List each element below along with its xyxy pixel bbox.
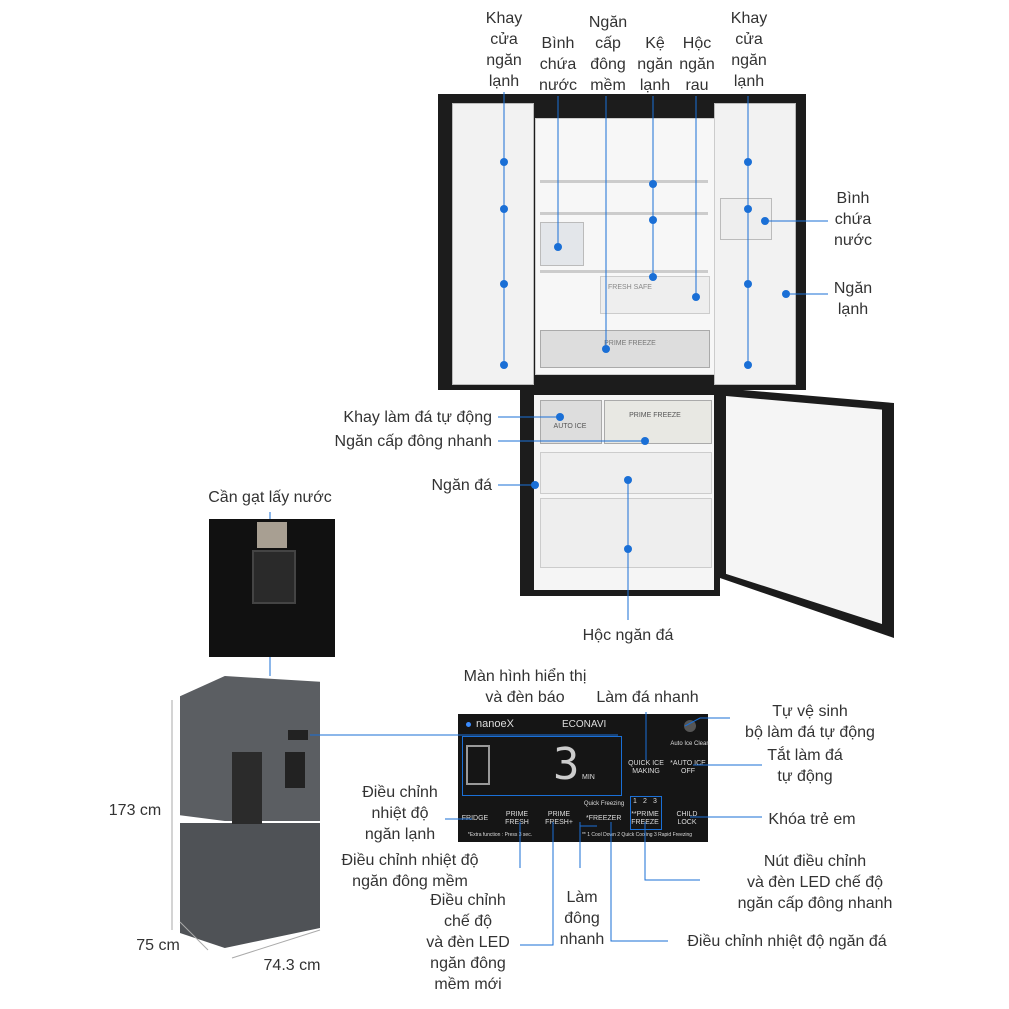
water-tank-right: [720, 198, 772, 240]
mini-dispenser: [285, 752, 305, 788]
vegetable-drawer: [600, 276, 710, 314]
label-quick-freezing: Làm đông nhanh: [559, 889, 605, 948]
display-screen: [462, 736, 622, 796]
mini-display: [232, 752, 262, 824]
water-tank: [540, 222, 584, 266]
label-new-soft-freeze: Điều chỉnh chế độ và đèn LED ngăn đông m…: [426, 892, 510, 993]
label-quick-ice: Làm đá nhanh: [596, 689, 699, 706]
fridge-closed-bottom: [180, 823, 320, 948]
fresh-safe-text: FRESH SAFE: [608, 284, 652, 291]
label-fridge-compartment: Ngăn lạnh: [833, 280, 873, 318]
label-freezer: Ngăn đá: [431, 477, 493, 494]
label-water-tank-top: Bình chứa nước: [538, 35, 578, 94]
level-2: 2: [643, 798, 647, 805]
label-child-lock: Khóa trẻ em: [768, 811, 856, 828]
label-fridge-temp: Điều chỉnh nhiệt độ ngăn lạnh: [362, 784, 438, 843]
prime-freeze-button[interactable]: **PRIME FREEZE: [631, 811, 659, 826]
fridge-shelf: [540, 180, 708, 183]
label-vegetable-drawer: Hộc ngăn rau: [679, 35, 715, 94]
freezer-button[interactable]: *FREEZER: [586, 815, 622, 822]
freezer-drawer-lower: [540, 498, 712, 568]
fridge-icon: [466, 745, 490, 785]
label-water-tank-right: Bình chứa nước: [833, 190, 873, 249]
label-depth: 75 cm: [136, 937, 180, 954]
indicator-dot: [466, 722, 471, 727]
left-door-inner: [452, 103, 534, 385]
label-door-shelf-left: Khay cửa ngăn lạnh: [485, 10, 523, 90]
label-door-shelf-right: Khay cửa ngăn lạnh: [730, 10, 768, 90]
freezer-drawer-upper: [540, 452, 712, 494]
freezer-door-inner: [726, 396, 882, 624]
quick-ice-making-button[interactable]: QUICK ICE MAKING: [628, 760, 664, 775]
dispenser-nozzle: [257, 522, 287, 548]
label-fridge-shelf: Kệ ngăn lạnh: [637, 35, 673, 94]
label-auto-ice-tray: Khay làm đá tự động: [343, 409, 492, 426]
fridge-shelf: [540, 212, 708, 215]
label-prime-freeze-button: Nút điều chỉnh và đèn LED chế độ ngăn cấ…: [737, 853, 893, 912]
auto-ice-text: AUTO ICE: [553, 423, 587, 430]
label-height: 173 cm: [108, 802, 162, 819]
display-digit: 3: [553, 739, 580, 790]
mini-control-panel: [288, 730, 308, 740]
prime-fresh-plus-button[interactable]: PRIME FRESH+: [545, 811, 573, 826]
label-freezer-temp: Điều chỉnh nhiệt độ ngăn đá: [687, 933, 887, 950]
prime-freeze-top-text: PRIME FREEZE: [604, 340, 656, 347]
water-lever[interactable]: [252, 550, 296, 604]
modes-note: ** 1 Cool Down 2 Quick Cooling 3 Rapid F…: [581, 832, 693, 838]
label-soft-freeze: Ngăn cấp đông mềm: [588, 14, 628, 94]
econavi-logo: ECONAVI: [562, 719, 607, 730]
quick-freeze-compartment: [604, 400, 712, 444]
fridge-button[interactable]: FRIDGE: [461, 815, 489, 822]
child-lock-button[interactable]: CHILD LOCK: [676, 811, 698, 826]
soft-freeze-drawer: [540, 330, 710, 368]
auto-ice-clean-label: Auto Ice Clean: [670, 741, 710, 747]
extra-function-note: *Extra function : Press 3 sec.: [467, 832, 533, 838]
level-1: 1: [633, 798, 637, 805]
prime-fresh-button[interactable]: PRIME FRESH: [505, 811, 529, 826]
nanoe-logo: nanoeX: [476, 718, 514, 730]
label-quick-freeze: Ngăn cấp đông nhanh: [334, 433, 492, 450]
label-auto-ice-off: Tắt làm đá tự động: [767, 747, 843, 785]
prime-freeze-bottom-text: PRIME FREEZE: [629, 412, 681, 419]
label-freezer-drawer: Hộc ngăn đá: [582, 627, 674, 644]
fridge-shelf: [540, 270, 708, 273]
level-3: 3: [653, 798, 657, 805]
label-soft-freeze-temp: Điều chỉnh nhiệt độ ngăn đông mềm: [341, 852, 479, 890]
auto-ice-clean-button[interactable]: [684, 720, 696, 732]
control-panel: nanoeX ECONAVI 3 MIN Auto Ice Clean QUIC…: [458, 714, 710, 842]
label-width: 74.3 cm: [263, 957, 321, 974]
auto-ice-off-button[interactable]: *AUTO ICE OFF: [670, 760, 706, 775]
quick-freezing-label: Quick Freezing: [583, 801, 625, 807]
display-unit: MIN: [582, 774, 595, 781]
label-water-lever: Cần gạt lấy nước: [208, 489, 332, 506]
label-display: Màn hình hiển thị và đèn báo: [463, 668, 587, 706]
right-door-inner: [714, 103, 796, 385]
label-self-clean: Tự vệ sinh bộ làm đá tự động: [745, 703, 875, 741]
auto-ice-tray: [540, 400, 602, 444]
